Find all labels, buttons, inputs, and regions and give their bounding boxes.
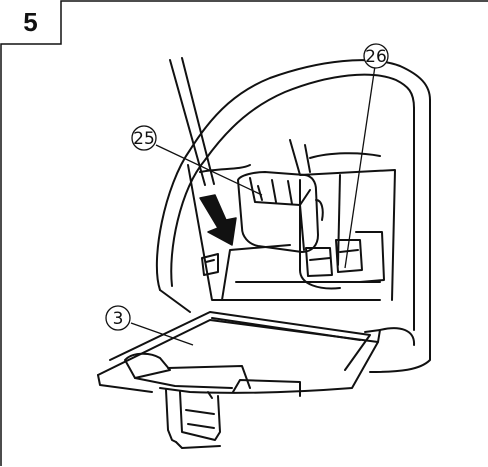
terminal-block <box>305 231 385 283</box>
callout-3: 3 <box>105 305 131 331</box>
step-number: 5 <box>23 6 38 37</box>
cover-hinge <box>165 389 221 449</box>
open-cover <box>97 311 381 397</box>
insert-arrow <box>199 194 237 246</box>
battery-pack <box>237 171 324 253</box>
leader-line-26 <box>344 65 376 269</box>
callout-label: 25 <box>133 129 155 149</box>
device-housing <box>155 59 431 373</box>
antenna-rod <box>169 57 215 186</box>
leader-line-25 <box>155 144 263 196</box>
callout-25: 25 <box>131 125 157 151</box>
leader-line-3 <box>130 322 194 346</box>
callout-label: 3 <box>113 309 124 329</box>
callout-26: 26 <box>363 43 389 69</box>
callout-label: 26 <box>365 47 387 67</box>
